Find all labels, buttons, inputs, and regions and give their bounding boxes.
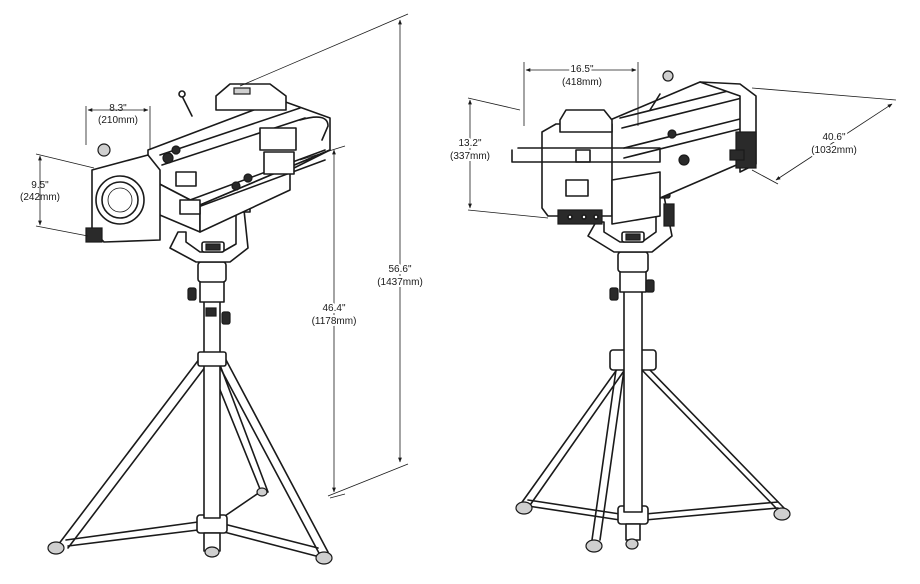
left-height-in: 9.5" [31, 180, 49, 191]
left-height-mm: (242mm) [20, 192, 60, 203]
left-overall-height-in: 56.6" [388, 264, 411, 275]
left-fixture [47, 83, 333, 565]
left-pole [187, 261, 231, 519]
right-height-mm: (337mm) [450, 151, 490, 162]
right-height-in: 13.2" [458, 138, 481, 149]
left-stand-height-in: 46.4" [322, 303, 345, 314]
left-stand-height-mm: (1178mm) [312, 316, 357, 327]
left-overall-height-mm: (1437mm) [377, 277, 423, 288]
left-dimensions: 8.3" (210mm) 9.5" (242mm) 46.4" (1178mm)… [20, 13, 425, 499]
right-length-in: 40.6" [822, 132, 845, 143]
right-fixture [511, 70, 791, 553]
left-tripod [47, 357, 333, 565]
right-tripod [515, 349, 791, 553]
right-pole [609, 251, 655, 513]
right-width-mm: (418mm) [562, 77, 602, 88]
right-length-mm: (1032mm) [811, 145, 857, 156]
left-body [147, 83, 331, 233]
left-lens [85, 143, 161, 243]
right-dimensions: 16.5" (418mm) 13.2" (337mm) 40.6" (1032m… [448, 62, 897, 219]
right-width-in: 16.5" [570, 64, 593, 75]
left-width-in: 8.3" [109, 103, 127, 114]
right-body [511, 70, 757, 225]
left-width-mm: (210mm) [98, 115, 138, 126]
